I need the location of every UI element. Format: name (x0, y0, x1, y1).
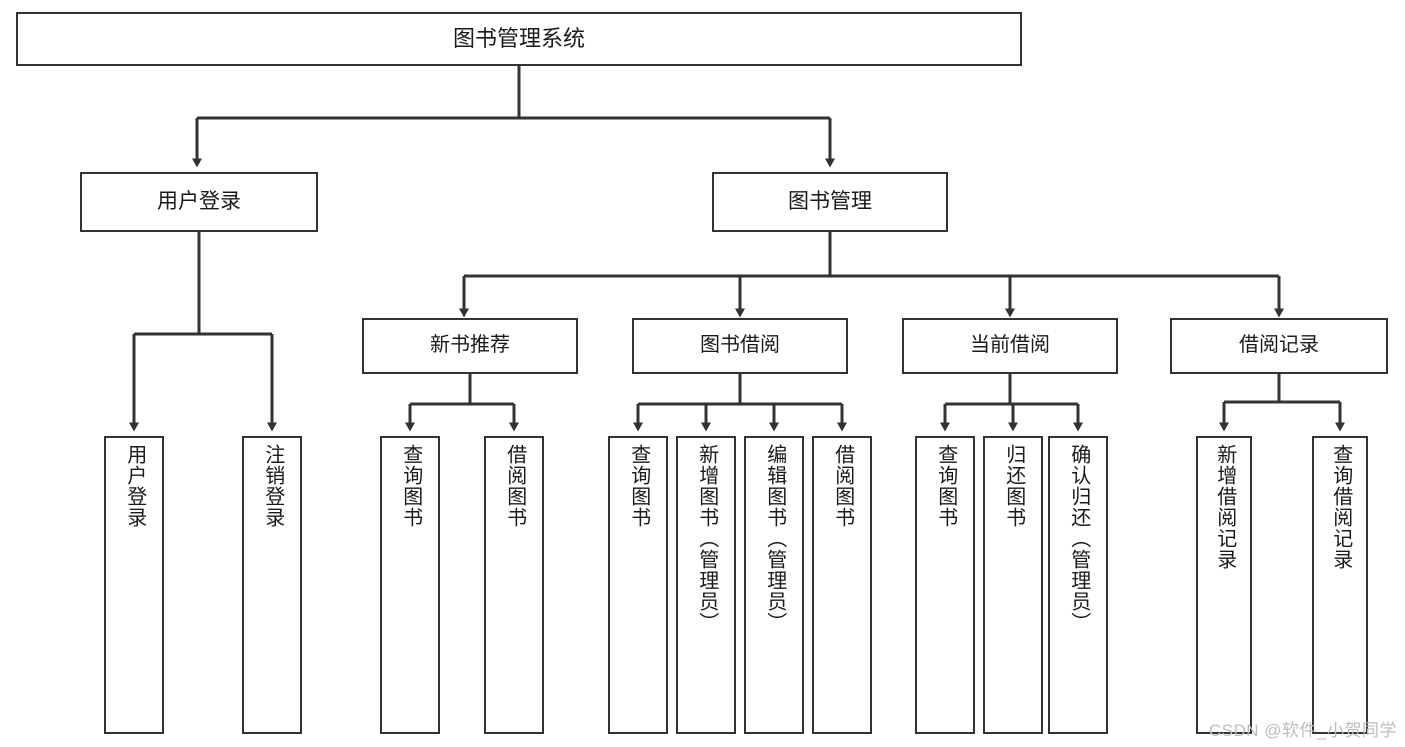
node-user-login[interactable]: 用户登录 (80, 172, 318, 232)
node-leaf-borrow-book-1-label: 借阅图书 (503, 444, 526, 528)
node-book-manage[interactable]: 图书管理 (712, 172, 948, 232)
node-user-login-label: 用户登录 (157, 189, 241, 213)
node-current-borrow-label: 当前借阅 (970, 334, 1050, 357)
node-borrow-record-label: 借阅记录 (1239, 334, 1319, 357)
node-root-label: 图书管理系统 (452, 26, 585, 52)
node-leaf-query-book-3-label: 查询图书 (934, 444, 957, 528)
node-leaf-query-record[interactable]: 查询借阅记录 (1312, 436, 1368, 734)
node-leaf-user-login[interactable]: 用户登录 (104, 436, 164, 734)
node-leaf-query-book-1[interactable]: 查询图书 (380, 436, 440, 734)
node-leaf-add-book-label: 新增图书（管理员） (695, 444, 718, 633)
node-leaf-edit-book-label: 编辑图书（管理员） (763, 444, 786, 633)
node-leaf-query-book-3[interactable]: 查询图书 (915, 436, 975, 734)
node-leaf-borrow-book-1[interactable]: 借阅图书 (484, 436, 544, 734)
node-new-book-recommend[interactable]: 新书推荐 (362, 318, 578, 374)
node-new-book-recommend-label: 新书推荐 (430, 334, 510, 357)
node-leaf-borrow-book-2[interactable]: 借阅图书 (812, 436, 872, 734)
node-root[interactable]: 图书管理系统 (16, 12, 1022, 66)
node-leaf-add-record-label: 新增借阅记录 (1213, 444, 1236, 570)
node-leaf-user-login-label: 用户登录 (123, 444, 146, 528)
node-leaf-query-book-2-label: 查询图书 (627, 444, 650, 528)
node-leaf-confirm-return-label: 确认归还（管理员） (1067, 444, 1090, 633)
node-leaf-confirm-return[interactable]: 确认归还（管理员） (1048, 436, 1108, 734)
node-leaf-return-book-label: 归还图书 (1002, 444, 1025, 528)
csdn-watermark: CSDN @软件_小贺同学 (1208, 721, 1397, 740)
node-leaf-add-record[interactable]: 新增借阅记录 (1196, 436, 1252, 734)
node-borrow-record[interactable]: 借阅记录 (1170, 318, 1388, 374)
node-leaf-logout[interactable]: 注销登录 (242, 436, 302, 734)
node-book-borrow-label: 图书借阅 (700, 334, 780, 357)
node-leaf-logout-label: 注销登录 (261, 444, 284, 528)
node-leaf-edit-book[interactable]: 编辑图书（管理员） (744, 436, 804, 734)
node-leaf-add-book[interactable]: 新增图书（管理员） (676, 436, 736, 734)
node-book-manage-label: 图书管理 (788, 189, 872, 213)
node-leaf-borrow-book-2-label: 借阅图书 (831, 444, 854, 528)
node-leaf-query-book-2[interactable]: 查询图书 (608, 436, 668, 734)
node-book-borrow[interactable]: 图书借阅 (632, 318, 848, 374)
node-leaf-query-book-1-label: 查询图书 (399, 444, 422, 528)
node-current-borrow[interactable]: 当前借阅 (902, 318, 1118, 374)
node-leaf-query-record-label: 查询借阅记录 (1329, 444, 1352, 570)
node-leaf-return-book[interactable]: 归还图书 (983, 436, 1043, 734)
